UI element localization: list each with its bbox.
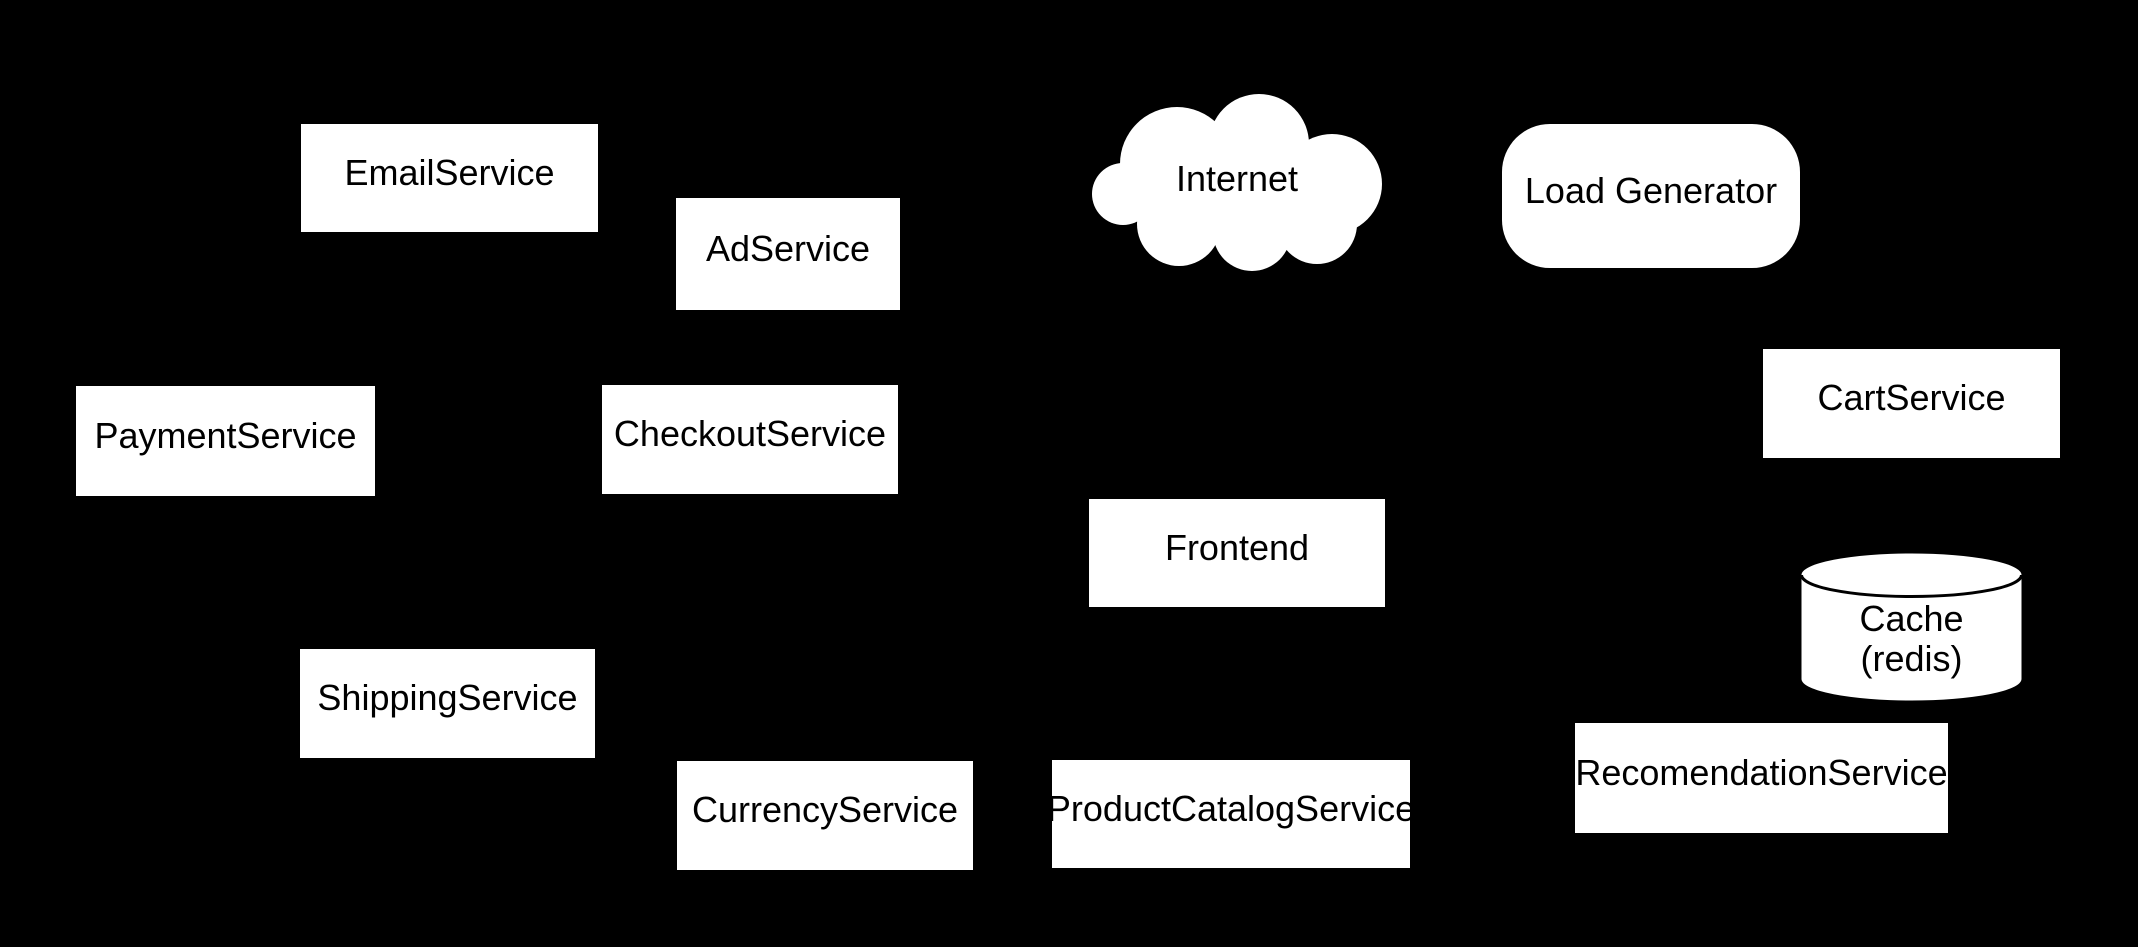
node-label: CheckoutService xyxy=(613,413,887,455)
node-internet: Internet xyxy=(1089,86,1385,272)
node-recomendationservice: RecomendationService xyxy=(1575,723,1948,833)
node-label: CurrencyService xyxy=(691,789,959,831)
node-frontend: Frontend xyxy=(1089,499,1385,607)
node-cache-redis: Cache (redis) xyxy=(1800,552,2023,702)
node-adservice: AdService xyxy=(676,198,900,310)
database-cylinder-icon xyxy=(1800,553,2023,701)
node-label: ShippingService xyxy=(317,677,578,719)
node-label: Internet xyxy=(1175,157,1299,199)
node-label: AdService xyxy=(705,227,871,269)
node-label: CartService xyxy=(1817,377,2006,419)
node-checkoutservice: CheckoutService xyxy=(602,385,898,494)
node-label: RecomendationService xyxy=(1575,751,1948,793)
node-label: Cache (redis) xyxy=(1859,597,1964,679)
node-productcatalogservice: ProductCatalogService xyxy=(1047,760,1415,868)
node-load-generator: Load Generator xyxy=(1502,124,1800,268)
node-paymentservice: PaymentService xyxy=(76,386,375,496)
node-emailservice: EmailService xyxy=(301,124,598,232)
node-label: EmailService xyxy=(344,151,555,193)
node-cartservice: CartService xyxy=(1763,349,2060,458)
cloud-shape-icon xyxy=(1092,94,1382,271)
node-currencyservice: CurrencyService xyxy=(677,761,973,870)
node-shippingservice: ShippingService xyxy=(300,649,595,758)
node-label: Load Generator xyxy=(1524,169,1778,211)
node-label: PaymentService xyxy=(94,414,357,456)
node-label: Frontend xyxy=(1164,526,1310,568)
node-label: ProductCatalogService xyxy=(1046,787,1416,829)
